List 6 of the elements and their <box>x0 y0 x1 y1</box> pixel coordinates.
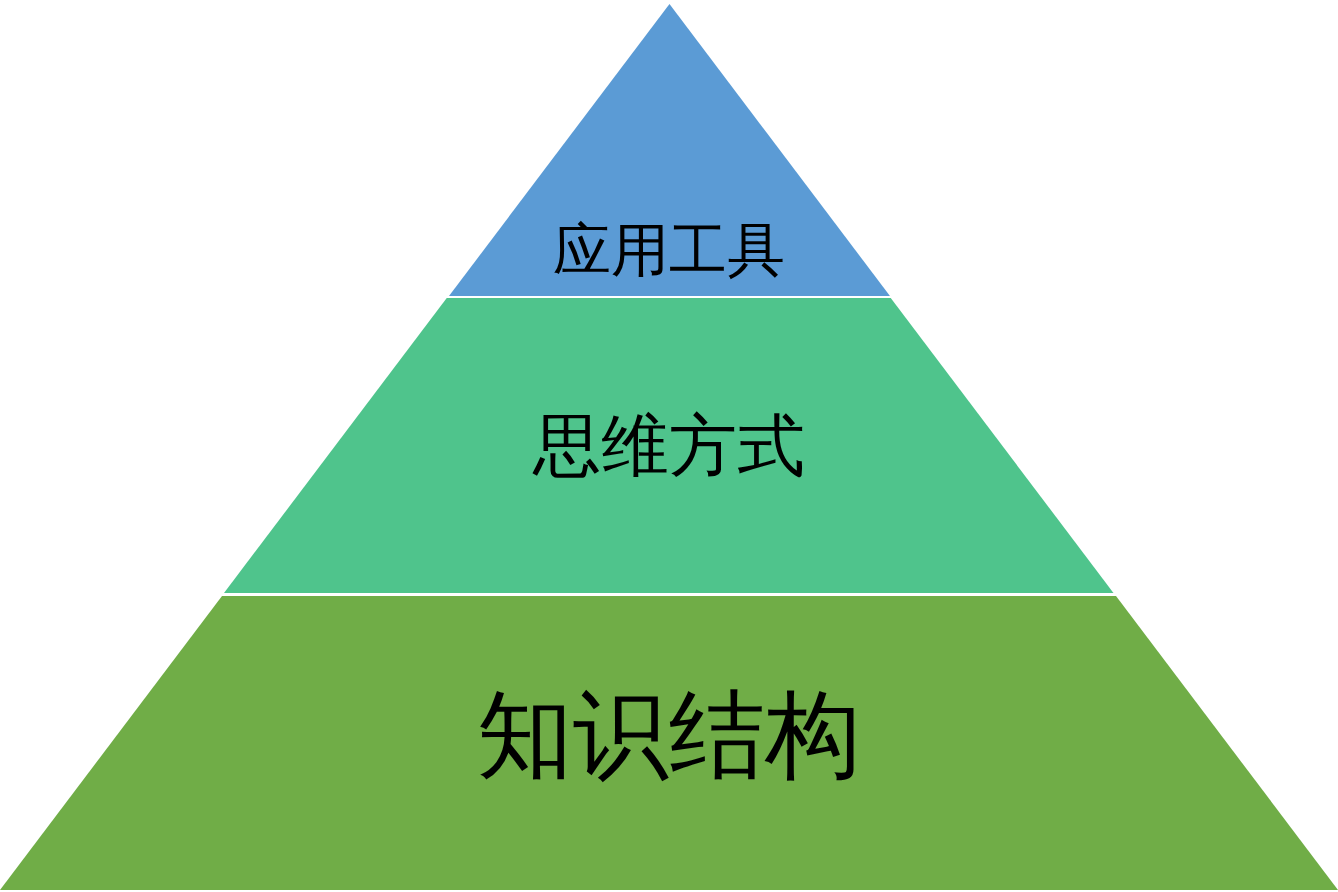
tier-label: 思维方式 <box>533 411 805 479</box>
pyramid-tier <box>0 596 1338 890</box>
tier-label: 知识结构 <box>477 687 861 783</box>
tier-label: 应用工具 <box>553 221 785 279</box>
pyramid-tier <box>224 298 1114 593</box>
pyramid-tier <box>448 4 890 296</box>
